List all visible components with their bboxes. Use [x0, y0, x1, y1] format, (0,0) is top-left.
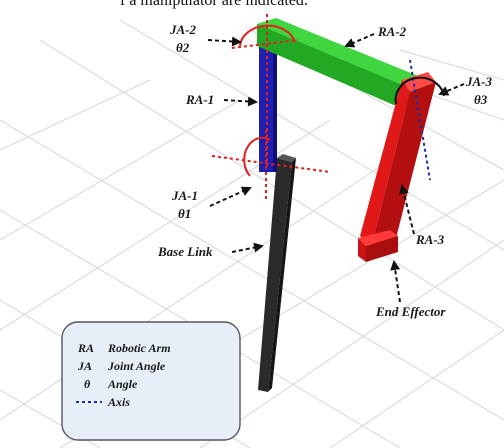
- base-link: [258, 154, 296, 392]
- label-theta-2: θ2: [176, 40, 190, 55]
- label-ja-2: JA-2: [169, 22, 197, 37]
- legend-box: RA Robotic Arm JA Joint Angle θ Angle Ax…: [61, 321, 241, 441]
- legend-text-angle: Angle: [107, 377, 138, 391]
- legend-text-ra: Robotic Arm: [107, 341, 171, 355]
- legend-abbr-ja: JA: [77, 359, 92, 373]
- label-base-link: Base Link: [157, 244, 213, 259]
- label-ja-1: JA-1: [171, 188, 198, 203]
- label-ja-3: JA-3: [465, 74, 493, 89]
- label-ra-3: RA-3: [415, 232, 445, 247]
- label-theta-1: θ1: [178, 206, 191, 221]
- legend-text-axis: Axis: [107, 395, 130, 409]
- ra-3-arm: [358, 72, 436, 262]
- label-ra-1: RA-1: [185, 92, 214, 107]
- annotations: JA-2 θ2 RA-2 JA-3 θ3 RA-1 JA-1 θ1 Base L…: [157, 22, 493, 319]
- label-ra-2: RA-2: [377, 24, 407, 39]
- caption-fragment: f a manipulator are indicated.: [120, 0, 308, 9]
- legend-abbr-ra: RA: [77, 341, 94, 355]
- label-theta-3: θ3: [474, 92, 488, 107]
- legend-abbr-theta: θ: [84, 377, 91, 391]
- legend-text-ja: Joint Angle: [107, 359, 166, 373]
- label-end-effector: End Effector: [375, 304, 446, 319]
